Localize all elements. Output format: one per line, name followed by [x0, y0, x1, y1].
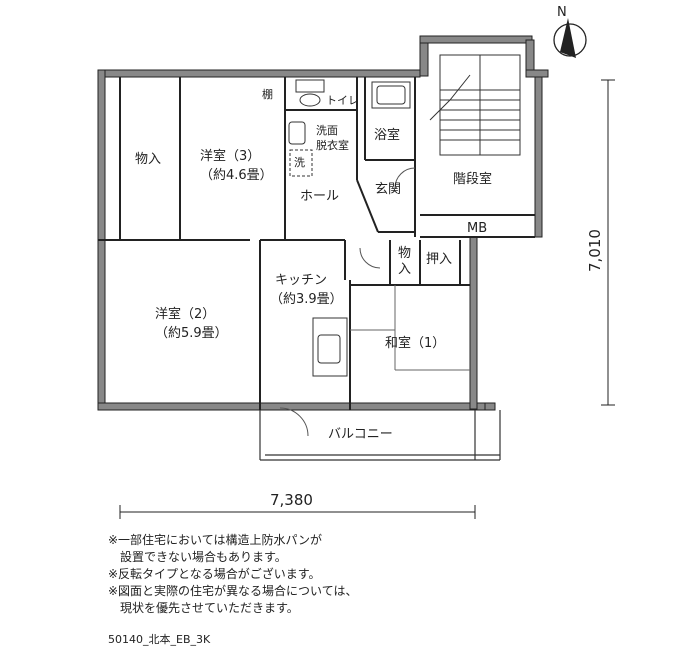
toilet-icon	[295, 79, 325, 107]
door-swings	[279, 167, 416, 437]
depth-dimension-label: 7,010	[586, 229, 604, 272]
note-line: ※反転タイプとなる場合がございます。	[108, 567, 321, 581]
entrance-label: 玄関	[375, 182, 401, 197]
western3-size: （約4.6畳）	[200, 168, 273, 183]
plan-code: 50140_北本_EB_3K	[108, 633, 211, 646]
bathtub-icon	[371, 81, 411, 109]
washroom-label-1: 洗面	[316, 124, 338, 137]
japanese1-label: 和室（1）	[385, 335, 445, 351]
note-line: 現状を優先させていただきます。	[108, 601, 299, 615]
width-dimension-label: 7,380	[270, 491, 313, 509]
washroom-label-2: 脱衣室	[316, 138, 349, 152]
interior-walls	[98, 77, 535, 410]
washer-label: 洗	[294, 156, 305, 169]
north-label: N	[557, 5, 567, 20]
kitchen-size: （約3.9畳）	[270, 292, 343, 307]
western2-label: 洋室（2）	[155, 306, 215, 322]
width-dimension	[119, 505, 476, 519]
north-arrow-icon: N	[553, 5, 587, 58]
note-line: 設置できない場合もあります。	[108, 550, 287, 564]
depth-dimension	[601, 79, 615, 406]
western3-label: 洋室（3）	[200, 148, 260, 164]
stair-label: 階段室	[453, 171, 492, 187]
stairs	[429, 54, 521, 156]
western2-size: （約5.9畳）	[155, 326, 228, 341]
washbasin-icon	[288, 121, 313, 177]
storage-small-label-2: 入	[398, 262, 411, 277]
notes: ※一部住宅においては構造上防水パンが 設置できない場合もあります。 ※反転タイプ…	[108, 532, 357, 617]
closet-label: 押入	[426, 252, 452, 267]
note-line: ※一部住宅においては構造上防水パンが	[108, 533, 323, 547]
hall-label: ホール	[300, 189, 339, 204]
note-line: ※図面と実際の住宅が異なる場合については、	[108, 584, 358, 598]
balcony	[259, 410, 501, 461]
bath-label: 浴室	[374, 127, 400, 143]
kitchen-label: キッチン	[275, 273, 327, 288]
shelf-label: 棚	[262, 87, 273, 101]
tatami-lines	[350, 285, 470, 371]
mb-label: MB	[467, 221, 487, 236]
kitchen-counter-icon	[312, 317, 348, 377]
storage-small-label-1: 物	[398, 246, 411, 261]
balcony-label: バルコニー	[328, 427, 393, 442]
toilet-label: トイレ	[326, 94, 359, 107]
storage-left-label: 物入	[135, 152, 161, 167]
